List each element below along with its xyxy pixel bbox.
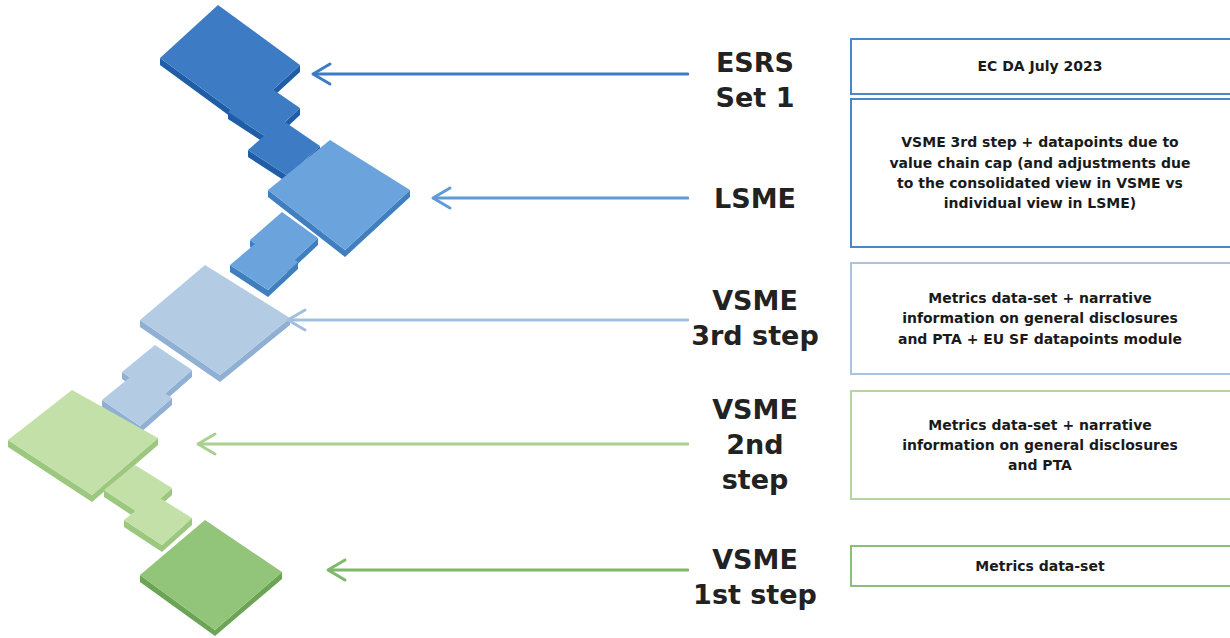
- level-label: VSME 2nd step: [689, 392, 821, 497]
- vsme3-tiles: [102, 265, 290, 433]
- esrs-tiles: [160, 5, 320, 183]
- lsme-tiles: [230, 140, 410, 297]
- box-text: EC DA July 2023: [978, 56, 1103, 76]
- level-label: ESRS Set 1: [689, 45, 821, 115]
- level-label: VSME 3rd step: [689, 283, 821, 353]
- box-text: Metrics data-set: [975, 556, 1104, 576]
- leader-arrows: [198, 64, 688, 580]
- vsme1-tiles: [140, 520, 282, 636]
- description-box: Metrics data-set + narrative information…: [850, 390, 1230, 500]
- box-text: Metrics data-set + narrative information…: [885, 288, 1195, 349]
- description-box: Metrics data-set + narrative information…: [850, 262, 1230, 375]
- vsme2-tiles: [8, 390, 192, 552]
- description-box: EC DA July 2023: [850, 38, 1230, 95]
- level-label: VSME 1st step: [689, 542, 821, 612]
- box-text: VSME 3rd step + datapoints due to value …: [885, 132, 1195, 213]
- description-box: VSME 3rd step + datapoints due to value …: [850, 98, 1230, 248]
- level-label: LSME: [689, 181, 821, 216]
- box-text: Metrics data-set + narrative information…: [885, 415, 1195, 476]
- description-box: Metrics data-set: [850, 545, 1230, 587]
